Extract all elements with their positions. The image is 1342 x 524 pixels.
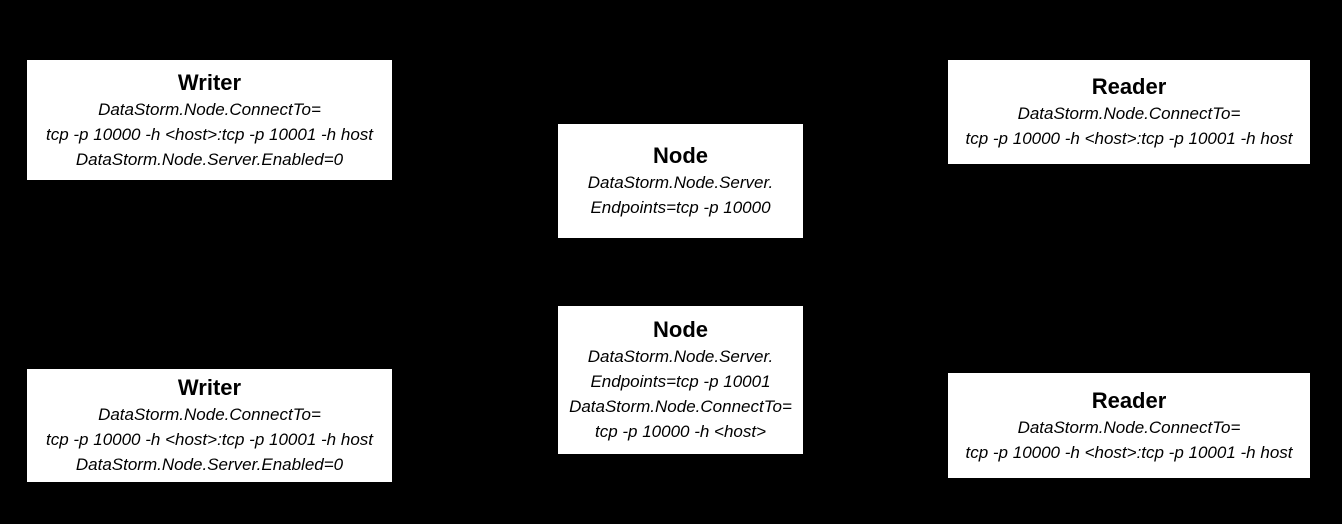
node-box-top-config-line: Endpoints=tcp -p 10000	[590, 198, 771, 217]
reader-box-top-config-line: DataStorm.Node.ConnectTo=	[1017, 104, 1241, 123]
node-box-bottom-config-line: Endpoints=tcp -p 10001	[590, 372, 771, 391]
writer-box-bottom: Writer DataStorm.Node.ConnectTo= tcp -p …	[27, 369, 392, 482]
reader-box-top-title: Reader	[1091, 74, 1167, 99]
node-box-bottom-config-line: DataStorm.Node.Server.	[587, 347, 774, 366]
reader-box-bottom-title: Reader	[1091, 387, 1167, 413]
node-box-bottom-title: Node	[653, 317, 708, 342]
node-box-bottom-config-line: DataStorm.Node.ConnectTo=	[569, 397, 792, 416]
writer-box-bottom-config-line: DataStorm.Node.ConnectTo=	[98, 405, 321, 424]
writer-box-bottom-config-line: DataStorm.Node.Server.Enabled=0	[75, 455, 344, 474]
writer-box-top-config-line: DataStorm.Node.ConnectTo=	[98, 99, 321, 119]
node-box-top: Node DataStorm.Node.Server. Endpoints=tc…	[558, 124, 803, 238]
node-box-bottom-config-line: tcp -p 10000 -h <host>	[594, 422, 767, 441]
writer-box-top-config-line: tcp -p 10000 -h <host>:tcp -p 10001 -h h…	[46, 124, 373, 144]
reader-box-top: Reader DataStorm.Node.ConnectTo= tcp -p …	[948, 60, 1310, 164]
writer-box-top-config-line: DataStorm.Node.Server.Enabled=0	[75, 149, 344, 169]
writer-box-bottom-title: Writer	[177, 375, 242, 400]
reader-box-bottom-config-line: DataStorm.Node.ConnectTo=	[1017, 417, 1241, 437]
reader-box-bottom: Reader DataStorm.Node.ConnectTo= tcp -p …	[948, 373, 1310, 478]
node-box-bottom: Node DataStorm.Node.Server. Endpoints=tc…	[558, 306, 803, 454]
node-box-top-title: Node	[653, 143, 708, 168]
node-box-top-config-line: DataStorm.Node.Server.	[587, 173, 774, 192]
reader-box-top-config-line: tcp -p 10000 -h <host>:tcp -p 10001 -h h…	[965, 129, 1293, 148]
writer-box-top: Writer DataStorm.Node.ConnectTo= tcp -p …	[27, 60, 392, 180]
reader-box-bottom-config-line: tcp -p 10000 -h <host>:tcp -p 10001 -h h…	[965, 442, 1293, 462]
writer-box-bottom-config-line: tcp -p 10000 -h <host>:tcp -p 10001 -h h…	[46, 430, 373, 449]
writer-box-top-title: Writer	[177, 69, 242, 95]
